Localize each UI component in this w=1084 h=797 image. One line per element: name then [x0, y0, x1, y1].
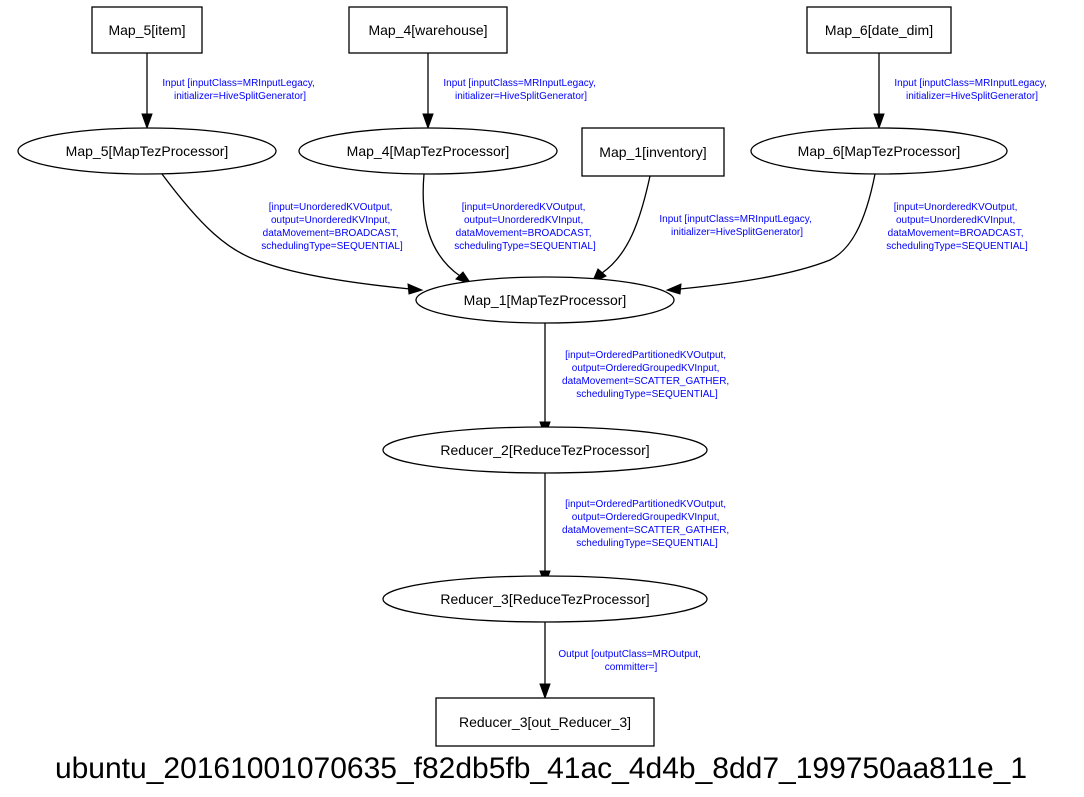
edge-label-reducer3-to-output: Output [outputClass=MROutput, committer=…	[558, 649, 703, 673]
graph-title: ubuntu_20161001070635_f82db5fb_41ac_4d4b…	[55, 752, 1027, 785]
node-reducer3-processor[interactable]: Reducer_3[ReduceTezProcessor]	[382, 575, 708, 623]
node-label: Reducer_3[out_Reducer_3]	[459, 714, 631, 730]
node-label: Map_1[MapTezProcessor]	[464, 292, 627, 308]
edge-label-map1-to-reducer2: [input=OrderedPartitionedKVOutput, outpu…	[562, 350, 732, 400]
node-map1-processor[interactable]: Map_1[MapTezProcessor]	[415, 276, 675, 324]
node-map6-processor[interactable]: Map_6[MapTezProcessor]	[750, 127, 1008, 175]
node-map4-processor[interactable]: Map_4[MapTezProcessor]	[298, 127, 558, 175]
edge-inventory-to-map1	[591, 175, 651, 285]
node-map5-item[interactable]: Map_5[item]	[91, 6, 203, 54]
node-map5-processor[interactable]: Map_5[MapTezProcessor]	[17, 127, 277, 175]
edge-reducer2-to-reducer3	[539, 473, 551, 587]
edge-label-map5-to-map1: [input=UnorderedKVOutput, output=Unorder…	[261, 202, 403, 252]
edge-reducer3-to-output	[539, 622, 551, 700]
node-reducer3-output[interactable]: Reducer_3[out_Reducer_3]	[435, 697, 655, 747]
node-map4-warehouse[interactable]: Map_4[warehouse]	[348, 6, 508, 54]
node-label: Map_5[MapTezProcessor]	[66, 143, 229, 159]
edge-label-map4-warehouse: Input [inputClass=MRInputLegacy, initial…	[443, 78, 598, 102]
node-label: Map_6[MapTezProcessor]	[798, 143, 961, 159]
node-label: Map_1[inventory]	[599, 144, 706, 160]
edge-map1-to-reducer2	[539, 323, 551, 438]
edge-map5-item-to-processor	[141, 53, 153, 130]
edge-map6-date-dim-to-processor	[873, 53, 885, 130]
node-label: Reducer_2[ReduceTezProcessor]	[440, 442, 649, 458]
edge-map6-to-map1	[665, 173, 876, 295]
edge-label-map6-to-map1: [input=UnorderedKVOutput, output=Unorder…	[886, 202, 1028, 252]
edge-map4-warehouse-to-processor	[422, 53, 434, 130]
edge-label-map4-to-map1: [input=UnorderedKVOutput, output=Unorder…	[454, 202, 596, 252]
edge-label-reducer2-to-reducer3: [input=OrderedPartitionedKVOutput, outpu…	[562, 499, 732, 549]
node-map6-date-dim[interactable]: Map_6[date_dim]	[806, 6, 952, 54]
node-reducer2-processor[interactable]: Reducer_2[ReduceTezProcessor]	[382, 426, 708, 474]
node-label: Reducer_3[ReduceTezProcessor]	[440, 591, 649, 607]
edge-label-map6-date-dim: Input [inputClass=MRInputLegacy, initial…	[894, 78, 1049, 102]
edge-map5-to-map1	[161, 173, 424, 295]
edge-label-inventory-to-map1: Input [inputClass=MRInputLegacy, initial…	[659, 214, 814, 238]
node-label: Map_4[MapTezProcessor]	[347, 143, 510, 159]
node-label: Map_5[item]	[108, 22, 185, 38]
node-label: Map_4[warehouse]	[368, 22, 487, 38]
edge-label-map5-item: Input [inputClass=MRInputLegacy, initial…	[162, 78, 317, 102]
node-label: Map_6[date_dim]	[825, 22, 933, 38]
node-map1-inventory[interactable]: Map_1[inventory]	[581, 127, 725, 177]
